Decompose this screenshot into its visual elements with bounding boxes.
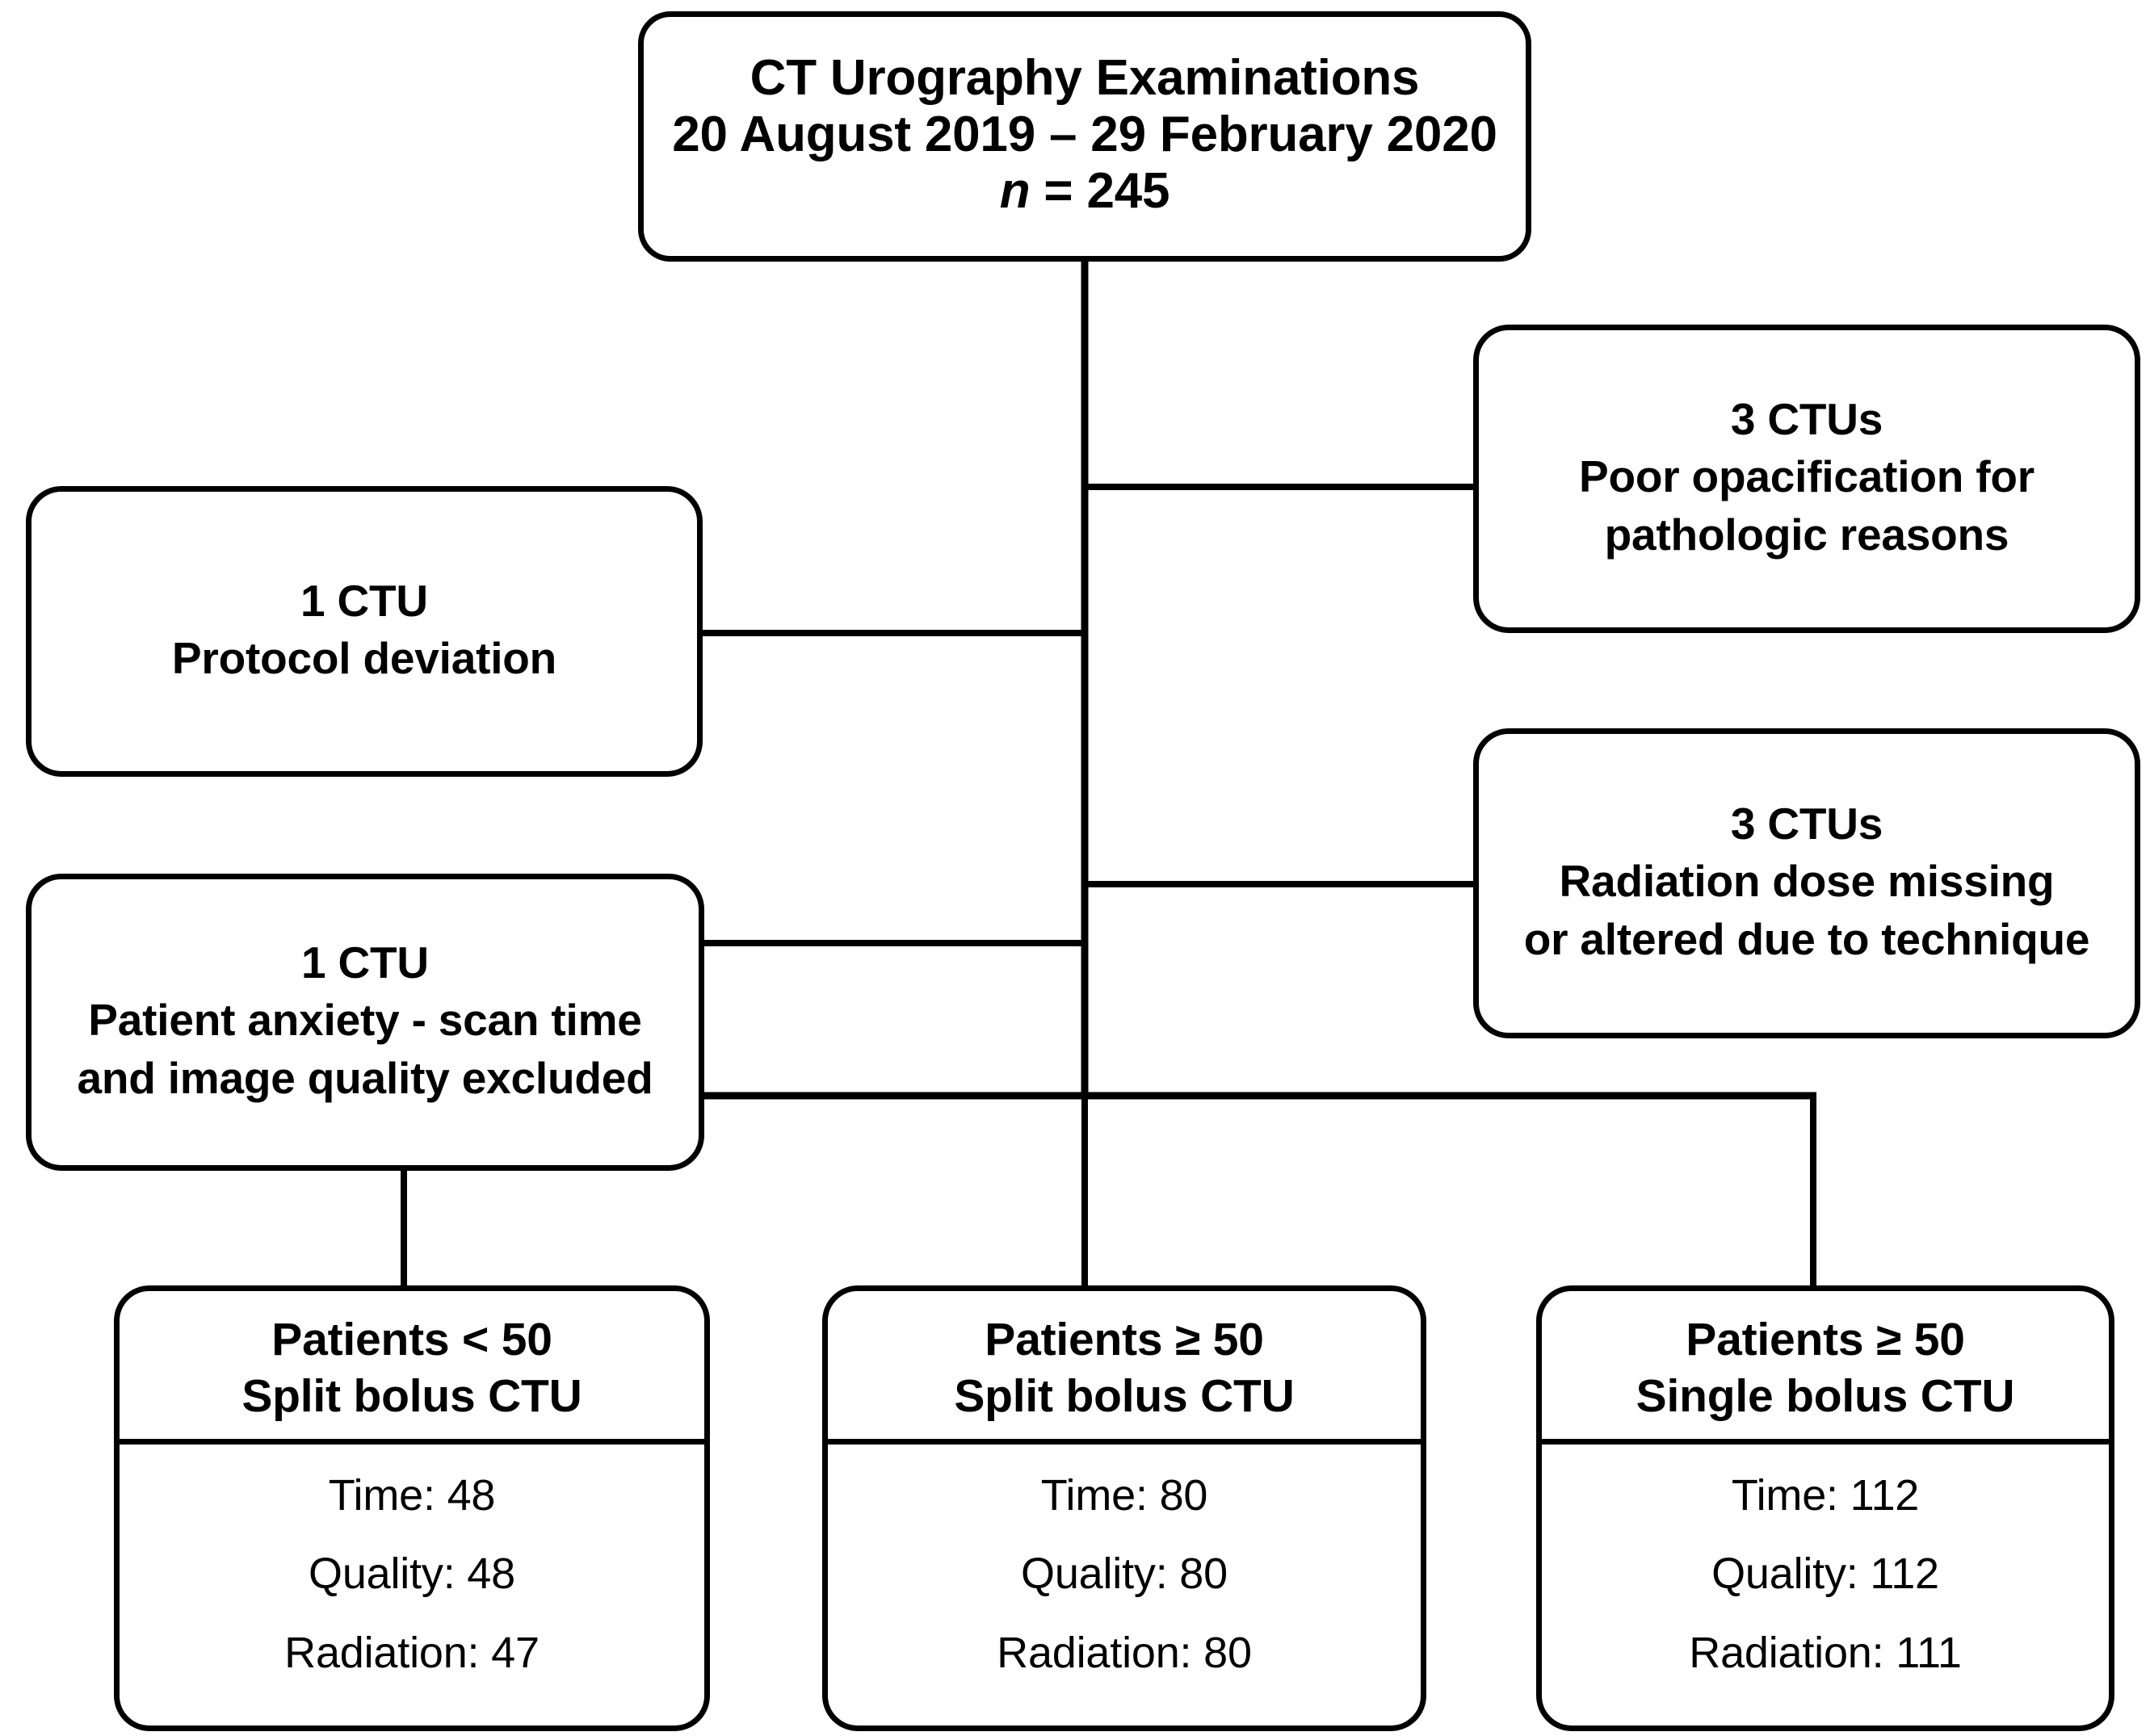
outcome-node-older-single-bolus: Patients ≥ 50 Single bolus CTU Time: 112… (1536, 1285, 2114, 1731)
exclusion-node-poor-opacification: 3 CTUs Poor opacification for pathologic… (1473, 325, 2140, 633)
outcome-metrics: Time: 80 Quality: 80 Radiation: 80 (828, 1445, 1421, 1698)
exclusion-node-radiation-dose: 3 CTUs Radiation dose missing or altered… (1473, 728, 2140, 1038)
exclusion-reason-line-1: Radiation dose missing (1559, 856, 2055, 907)
root-count: n = 245 (1000, 163, 1170, 220)
exclusion-count: 1 CTU (300, 575, 428, 626)
exclusion-reason-line-1: Patient anxiety - scan time (88, 995, 642, 1046)
outcome-divider (828, 1439, 1421, 1445)
exclusion-reason-line-2: pathologic reasons (1604, 509, 2009, 560)
outcome-head-line-1: Patients ≥ 50 (985, 1314, 1264, 1365)
outcome-head-line-1: Patients < 50 (271, 1314, 552, 1365)
outcome-head-line-1: Patients ≥ 50 (1686, 1314, 1965, 1365)
root-title: CT Urography Examinations (750, 49, 1420, 106)
exclusion-node-protocol-deviation: 1 CTU Protocol deviation (26, 486, 703, 777)
outcome-header: Patients ≥ 50 Split bolus CTU (828, 1291, 1421, 1439)
outcome-head-line-2: Single bolus CTU (1636, 1369, 2015, 1422)
outcome-divider (1542, 1439, 2109, 1445)
exclusion-reason-line-2: or altered due to technique (1523, 913, 2090, 964)
exclusion-node-patient-anxiety: 1 CTU Patient anxiety - scan time and im… (26, 874, 704, 1171)
outcome-head-line-2: Split bolus CTU (241, 1369, 582, 1422)
outcome-metric-time: Time: 80 (1040, 1471, 1208, 1520)
outcome-metric-quality: Quality: 48 (309, 1549, 515, 1599)
outcome-metric-quality: Quality: 80 (1021, 1549, 1228, 1599)
exclusion-count: 1 CTU (301, 937, 429, 988)
outcome-metric-time: Time: 48 (328, 1471, 496, 1520)
root-node-ct-urography: CT Urography Examinations 20 August 2019… (638, 11, 1531, 262)
outcome-metrics: Time: 48 Quality: 48 Radiation: 47 (120, 1445, 704, 1698)
outcome-metric-radiation: Radiation: 80 (997, 1628, 1252, 1677)
outcome-metric-radiation: Radiation: 111 (1689, 1628, 1962, 1677)
root-count-value: 245 (1086, 163, 1170, 220)
outcome-node-older-split-bolus: Patients ≥ 50 Split bolus CTU Time: 80 Q… (822, 1285, 1426, 1731)
exclusion-reason-line-1: Poor opacification for (1579, 451, 2035, 502)
outcome-metric-quality: Quality: 112 (1711, 1549, 1939, 1599)
outcome-metric-radiation: Radiation: 47 (284, 1628, 540, 1677)
outcome-header: Patients ≥ 50 Single bolus CTU (1542, 1291, 2109, 1439)
root-count-equals: = (1044, 163, 1073, 220)
outcome-divider (120, 1439, 704, 1445)
outcome-metrics: Time: 112 Quality: 112 Radiation: 111 (1542, 1445, 2109, 1698)
outcome-metric-time: Time: 112 (1731, 1471, 1920, 1520)
outcome-node-young-split-bolus: Patients < 50 Split bolus CTU Time: 48 Q… (114, 1285, 710, 1731)
outcome-header: Patients < 50 Split bolus CTU (120, 1291, 704, 1439)
outcome-head-line-2: Split bolus CTU (954, 1369, 1295, 1422)
exclusion-count: 3 CTUs (1730, 393, 1883, 444)
exclusion-count: 3 CTUs (1730, 798, 1883, 849)
exclusion-reason-line-1: Protocol deviation (171, 633, 557, 683)
root-date-range: 20 August 2019 – 29 February 2020 (672, 106, 1497, 162)
exclusion-reason-line-2: and image quality excluded (77, 1052, 653, 1103)
root-count-symbol: n (999, 163, 1031, 220)
